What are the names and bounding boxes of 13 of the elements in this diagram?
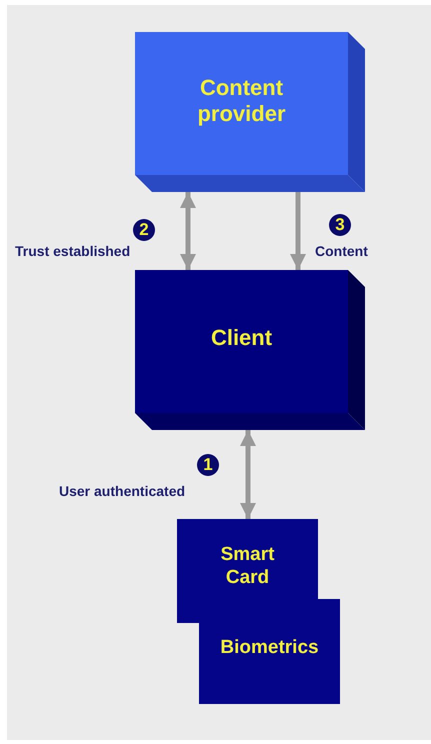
callout-number: 2 [133, 219, 155, 241]
edge-label: Content [314, 243, 369, 259]
arrow [290, 192, 306, 270]
arrow [180, 192, 196, 270]
edge-label: User authenticated [58, 483, 186, 499]
block-label: Content provider [196, 75, 287, 128]
callout-number: 1 [197, 454, 219, 476]
edge-label: Trust established [14, 243, 132, 259]
arrow [240, 430, 256, 519]
block-label: Biometrics [219, 637, 320, 660]
block-label: Smart Card [220, 544, 276, 590]
callout-number: 3 [329, 214, 351, 236]
block-label: Client [210, 325, 274, 352]
